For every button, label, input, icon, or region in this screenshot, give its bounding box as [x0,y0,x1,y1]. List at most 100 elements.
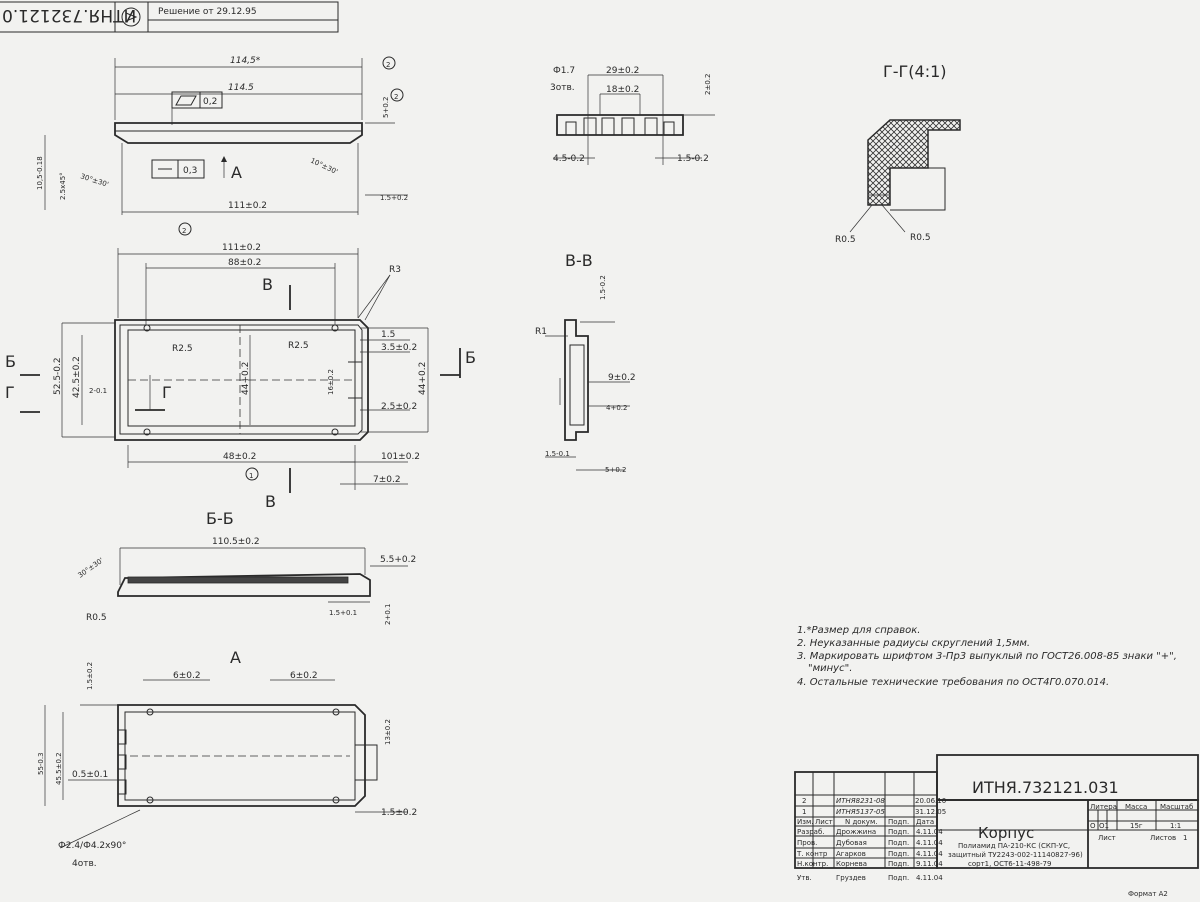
name-tech-control: Агарков [836,850,866,858]
change-2-date: 20.06.10 [915,797,946,805]
hole-dia: Ф1.7 [553,66,575,76]
roughness-mark-3: 2 [182,227,186,235]
dim-1-5-tr: 1.5-0.2 [677,154,709,164]
change-1-date: 31.12.05 [915,808,946,816]
dim-16: 16±0.2 [327,369,335,395]
section-vv-title: В-В [565,251,593,270]
dim-2-5: 2.5±0.2 [381,402,417,412]
section-mark-b-left: Б [5,352,16,371]
note-3-cont: "минус". [808,663,852,674]
corner-decision: Решение от 29.12.95 [158,7,257,17]
dim-2-bb: 2+0.1 [384,604,392,625]
date-tech-control: 4.11.04 [916,850,943,858]
dim-1-5-va-top: 1.5±0.2 [86,662,94,690]
radius-bb: R0.5 [86,613,107,623]
roughness-mark-2: 2 [394,93,398,101]
change-1-doc: ИТНЯ5137-05 [836,808,885,816]
corner-stamp: ИТНЯ.732121.0 Решение от 29.12.95 [0,1,339,33]
dim-9: 9±0.2 [608,373,636,383]
change-2-doc: ИТНЯ8231-08 [836,797,885,805]
dim-13: 13±0.2 [384,719,392,745]
role-norm-control: Н.контр. [797,860,828,868]
dim-110-5: 110.5±0.2 [212,537,260,547]
section-mark-b-right: Б [465,348,476,367]
dim-5: 5+0.2 [382,97,390,118]
dim-angle-10: 10°±30' [309,157,339,177]
section-g-g: Г-Г(4:1) R0.5 R0.5 [835,62,961,245]
dim-42-5: 42.5±0.2 [72,356,82,398]
dim-5-vv: 5+0.2 [605,466,626,474]
litera-1: О [1090,822,1096,830]
view-a: А 1.5±0.2 6±0.2 6±0.2 13±0.2 55-0.3 45.5… [37,648,417,869]
dim-29: 29±0.2 [606,66,639,76]
dim-6-left: 6±0.2 [173,671,201,681]
sheets-label: Листов [1150,834,1176,842]
radius-left: R2.5 [172,344,193,354]
hole-spec: Ф2.4/Ф4.2х90° [58,841,126,851]
sign-approver: Подп. [888,874,909,882]
dim-4-5: 4.5-0.2 [553,154,585,164]
section-bb-title: Б-Б [206,509,234,528]
role-approver: Утв. [797,874,812,882]
dim-3-5: 3.5±0.2 [381,343,417,353]
roughness-mark-1: 2 [386,61,390,69]
role-tech-control: Т. контр [796,850,828,858]
dim-88: 88±0.2 [228,258,261,268]
section-mark-g-inner: Г [162,383,172,402]
section-v-v: В-В 1.5-0.2 R1 9±0.2 4+0.2 1.5-0.1 5+0.2 [535,251,636,474]
date-norm-control: 9.11.04 [916,860,943,868]
mass-header: Масса [1125,803,1147,811]
radius-gg-right: R0.5 [910,233,931,243]
role-checker: Пров. [797,839,817,847]
dim-6-right: 6±0.2 [290,671,318,681]
technical-notes: 1.*Размер для справок. 2. Неуказанные ра… [797,625,1177,688]
date-approver: 4.11.04 [916,874,943,882]
sheet-format: Формат А2 [1128,890,1168,898]
dim-1-5-plan: 1.5 [381,330,395,340]
corner-designation: ИТНЯ.732121.0 [2,5,136,25]
section-mark-g-left: Г [5,383,15,402]
hole-qty: 3отв. [550,83,575,93]
view-a-mark: А [231,163,242,182]
dim-52-5: 52.5-0.2 [53,357,63,395]
dim-111-plan: 111±0.2 [222,243,261,253]
dim-55: 55-0.3 [37,752,45,775]
section-mark-v-top: В [262,275,273,294]
dim-chamfer: 2.5х45° [59,172,67,200]
scale-header: Масштаб [1160,803,1193,811]
hdr-sign: Подп. [888,818,909,826]
dim-101: 48±0.2 [223,452,256,462]
hdr-doc: N докум. [845,818,877,826]
parallelism-value: 0,3 [183,166,197,176]
dim-48: 44+0.2 [418,362,428,395]
dim-44: 44+0.2 [241,362,251,395]
change-1-num: 1 [802,808,806,816]
radius-gg-left: R0.5 [835,235,856,245]
dim-1-5-va-bottom: 1.5±0.2 [381,808,417,818]
role-developer: Разраб. [797,828,825,836]
material-3: сорт1, ОСТ6-11-498-79 [968,860,1051,868]
sign-tech-control: Подп. [888,850,909,858]
dim-1-5-vv-b: 1.5-0.1 [545,450,570,458]
plan-view: 111±0.2 88±0.2 R3 R2.5 R2.5 1.5 3.5±0.2 … [5,243,476,511]
hdr-date: Дата [916,818,934,826]
hole-count: 4отв. [72,859,97,869]
title-designation: ИТНЯ.732121.031 [972,778,1119,797]
detail-holes-view: Ф1.7 3отв. 29±0.2 18±0.2 2±0.2 4.5-0.2 1… [550,66,715,165]
name-checker: Дубовая [836,839,867,847]
radius-vv: R1 [535,327,547,337]
radius-right: R2.5 [288,341,309,351]
litera-2: О1 [1099,822,1109,830]
mass-value: 15г [1130,822,1143,830]
name-developer: Дрожжина [836,828,876,836]
section-mark-v-bottom: В [265,492,276,511]
dim-114-5: 114.5 [228,83,254,93]
dim-2: 2-0.1 [89,387,107,395]
roughness-mark-4: 1 [249,472,253,480]
sign-norm-control: Подп. [888,860,909,868]
flatness-value: 0,2 [203,97,217,107]
dim-7: 101±0.2 [381,452,420,462]
dim-4-vv: 4+0.2 [606,404,627,412]
